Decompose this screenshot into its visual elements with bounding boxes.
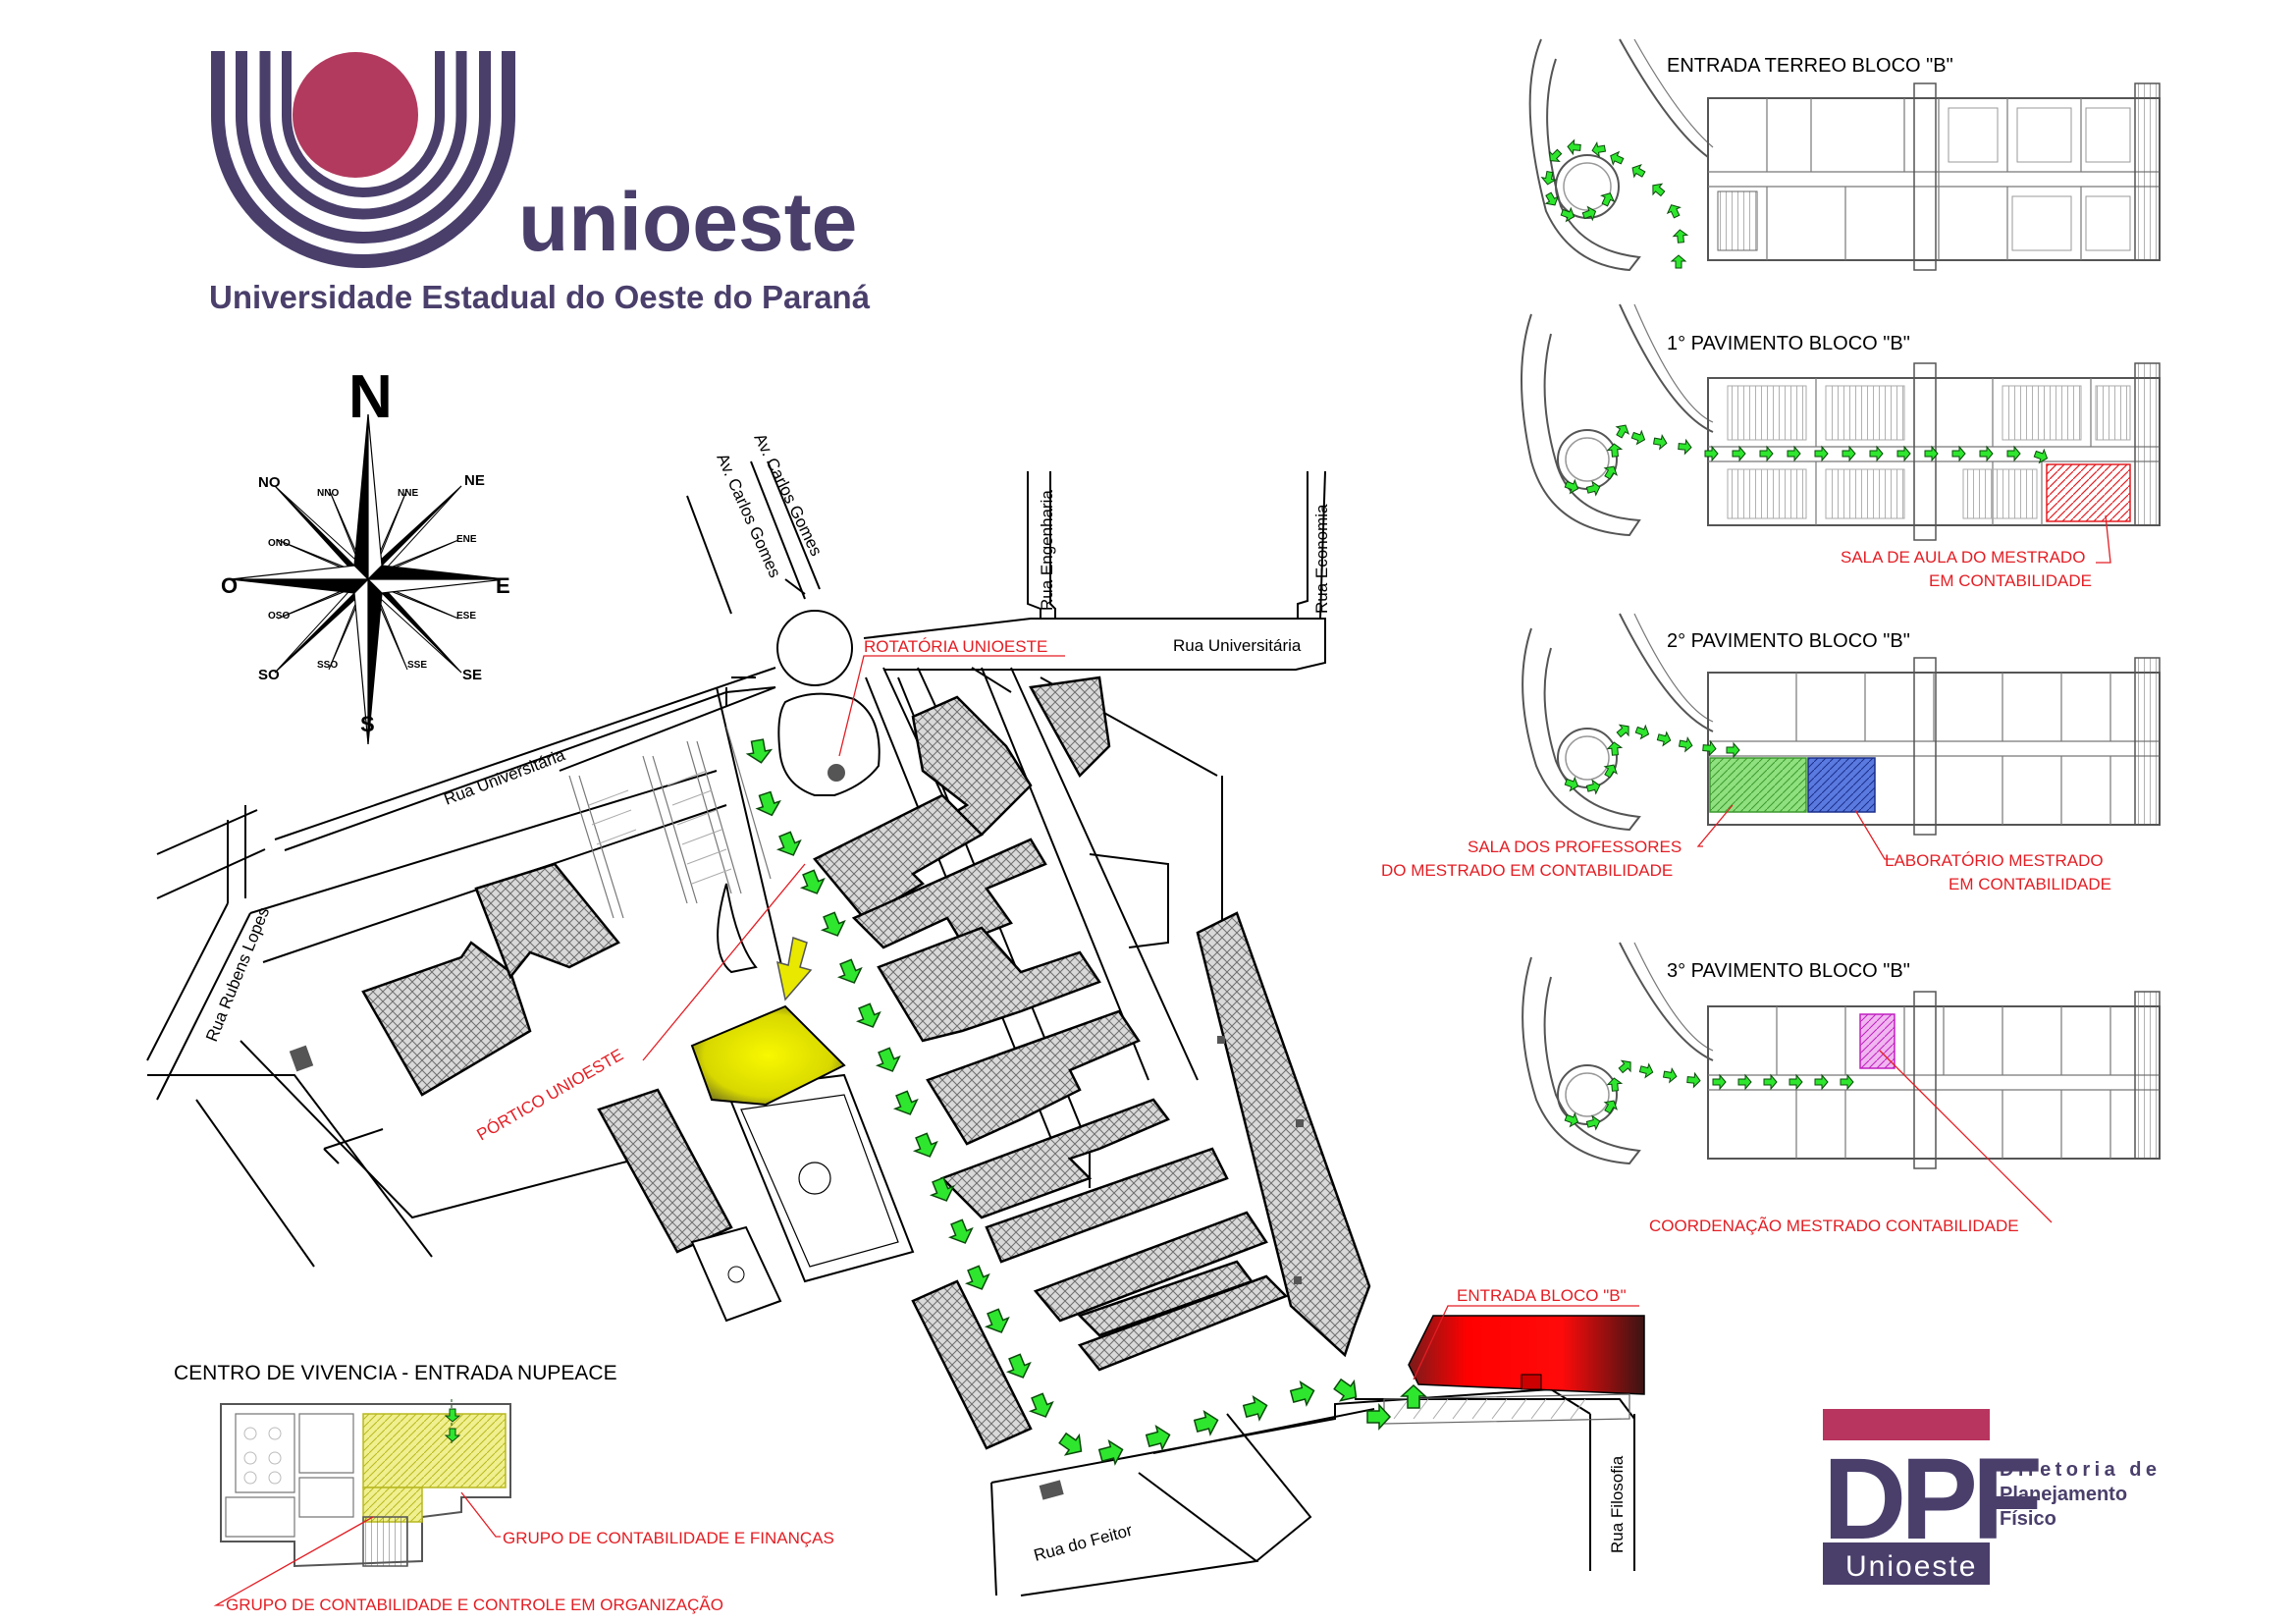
floor-title-2: 2° PAVIMENTO BLOCO "B" [1667,630,1910,652]
route-arrow-icon [1401,1384,1426,1409]
route-arrow-icon [773,829,806,861]
sala-aula-mestrado-area [2046,463,2131,522]
compass-nno: NNO [317,488,339,499]
floor-plan-1: 1° PAVIMENTO BLOCO "B" SALA DE AULA DO M… [1521,303,2161,590]
compass-no: NO [258,474,281,491]
dpf-line1: Diretoria de [2000,1459,2157,1481]
laboratorio-area [1807,757,1876,813]
logo-wordmark: unioeste [518,176,857,268]
compass-sso: SSO [317,660,338,671]
sala-professores-area [1709,757,1807,813]
basketball-court [690,1225,782,1323]
route-arrow-icon [872,1045,905,1077]
compass-ono: ONO [268,538,291,549]
compass-so: SO [258,667,280,683]
compass-ne: NE [464,472,485,489]
label-rotatoria: ROTATÓRIA UNIOESTE [864,637,1047,656]
route-arrow-icon [909,1130,942,1163]
logo-subtitle: Universidade Estadual do Oeste do Paraná [209,279,871,315]
compass-o: O [221,573,238,598]
floor-title-3: 3° PAVIMENTO BLOCO "B" [1667,960,1910,982]
compass-e: E [496,573,510,598]
floor-note-1b: EM CONTABILIDADE [1929,571,2092,590]
floor-note-1a: SALA DE AULA DO MESTRADO [1841,548,2085,567]
floor-note-3: COORDENAÇÃO MESTRADO CONTABILIDADE [1649,1217,2019,1235]
route-arrow-icon [1366,1404,1391,1430]
floor-note-2r-a: LABORATÓRIO MESTRADO [1885,851,2104,870]
centro-yellow-area [362,1413,507,1488]
dpf-logo: DPF Unioeste Diretoria de Planejamento F… [1823,1409,2157,1585]
route-arrow-icon [833,956,867,989]
campus-route [744,737,1426,1468]
compass-sse: SSE [407,660,427,671]
street-rua-universitaria-west: Rua Universitária [442,745,568,809]
floor-title-1: 1° PAVIMENTO BLOCO "B" [1667,333,1910,354]
street-rua-filosofia: Rua Filosofia [1608,1455,1627,1553]
street-rua-do-feitor: Rua do Feitor [1032,1521,1135,1565]
portico-arrow-icon [776,936,813,1001]
compass-se: SE [462,667,482,683]
compass-ene: ENE [456,534,477,545]
centro-title: CENTRO DE VIVENCIA - ENTRADA NUPEACE [174,1362,617,1384]
compass-oso: OSO [268,611,290,622]
route-arrow-icon [796,867,829,899]
roundabout-icon [776,610,853,686]
street-rua-rubens-lopes: Rua Rubens Lopes [202,904,273,1044]
compass-s: S [360,712,375,736]
route-arrow-icon [753,788,784,820]
centro-note-2: GRUPO DE CONTABILIDADE E CONTROLE EM ORG… [226,1596,723,1614]
campus-site-plan [146,460,1645,1596]
floor-plan-2: 2° PAVIMENTO BLOCO "B" SALA DOS PROFESSO… [1381,613,2161,893]
route-arrow-icon [1241,1393,1271,1424]
floor-note-2l-a: SALA DOS PROFESSORES [1468,838,1682,856]
route-arrow-icon [889,1088,923,1120]
street-rua-economia: Rua Economia [1312,504,1331,614]
floor-title-terreo: ENTRADA TERREO BLOCO "B" [1667,55,1953,77]
logo-circle-icon [293,52,418,178]
street-rua-engenharia: Rua Engenharia [1038,490,1056,611]
label-portico: PÓRTICO UNIOESTE [474,1046,627,1145]
logo-arcs-icon [211,51,515,268]
compass-n: N [348,363,393,431]
compass-nne: NNE [398,488,418,499]
portico-highlight [690,1004,846,1107]
street-rua-universitaria-east: Rua Universitária [1173,636,1302,655]
route-arrow-icon [744,737,774,766]
floor-note-2r-b: EM CONTABILIDADE [1949,875,2111,893]
route-arrow-icon [1144,1423,1174,1453]
route-arrow-icon [961,1263,994,1295]
route-arrow-icon [944,1217,978,1249]
compass-rose-icon: N NNE NE ENE E ESE SE SSE S SSO SO OSO O… [221,363,510,745]
floor-note-2l-b: DO MESTRADO EM CONTABILIDADE [1381,861,1673,880]
compass-ese: ESE [456,611,476,622]
route-arrow-icon [1288,1379,1318,1409]
floor-plan-terreo: ENTRADA TERREO BLOCO "B" [1528,38,2161,272]
centro-note-1: GRUPO DE CONTABILIDADE E FINANÇAS [503,1529,834,1547]
label-entrada-bloco-b: ENTRADA BLOCO "B" [1457,1286,1627,1305]
route-arrow-icon [1002,1351,1036,1383]
route-arrow-icon [852,1001,885,1033]
route-arrow-icon [981,1306,1014,1338]
route-arrow-icon [1054,1428,1090,1462]
centro-vivencia-plan: CENTRO DE VIVENCIA - ENTRADA NUPEACE GRU… [174,1362,834,1614]
dpf-line2: Planejamento [2000,1484,2127,1505]
route-arrow-icon [1025,1390,1058,1423]
route-arrow-icon [817,909,850,942]
dpf-footer: Unioeste [1845,1550,1977,1583]
dpf-line3: Físico [2000,1508,2056,1530]
floor-plan-3: 3° PAVIMENTO BLOCO "B" COORDENAÇÃO MESTR… [1522,942,2161,1235]
unioeste-logo: unioeste Universidade Estadual do Oeste … [209,51,871,315]
route-arrow-icon [1192,1408,1222,1438]
